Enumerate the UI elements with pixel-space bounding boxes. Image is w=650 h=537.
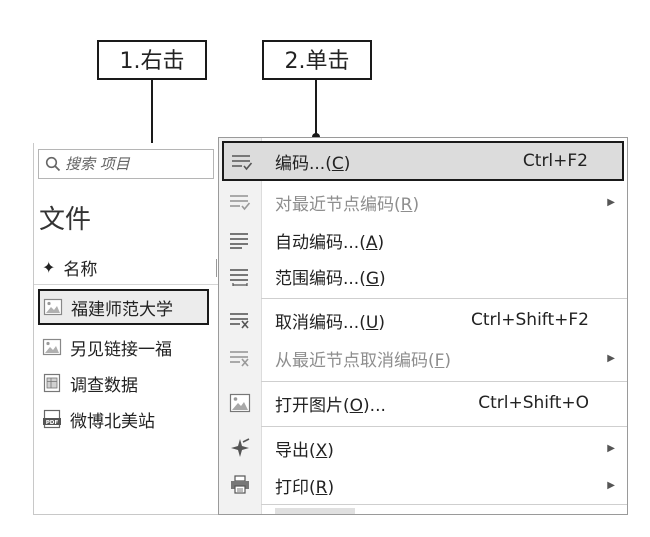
menu-separator: [261, 381, 627, 382]
menu-item-label: 导出: [275, 440, 309, 461]
menu-item-code[interactable]: 编码...(C) Ctrl+F2: [222, 141, 624, 181]
menu-item-label: 取消编码...: [275, 312, 360, 333]
code-recent-icon: [230, 195, 251, 211]
menu-item-code-recent-node[interactable]: 对最近节点编码(R) ▶: [219, 183, 627, 221]
menu-item-mnemonic: C: [331, 153, 344, 174]
uncode-recent-icon: [230, 351, 249, 367]
submenu-arrow-icon: ▶: [607, 352, 615, 364]
search-input[interactable]: [65, 155, 205, 173]
column-header-name[interactable]: ✦ 名称: [34, 251, 218, 285]
submenu-arrow-icon: ▶: [607, 442, 615, 454]
open-picture-icon: [229, 393, 251, 413]
menu-item-mnemonic: R: [400, 194, 413, 215]
menu-item-open-picture[interactable]: 打开图片(O)... Ctrl+Shift+O: [219, 384, 627, 422]
export-icon: [231, 438, 250, 457]
pdf-file-icon: PDF: [43, 409, 61, 429]
file-name: 福建师范大学: [71, 299, 173, 320]
menu-item-auto-code[interactable]: 自动编码...(A): [219, 221, 627, 259]
uncode-icon: [230, 313, 249, 329]
svg-text:PDF: PDF: [46, 420, 59, 426]
menu-item-label: 打印: [275, 477, 309, 498]
menu-item-label: 对最近节点编码: [275, 194, 394, 215]
file-list-panel: 文件 ✦ 名称 福建师范大学 另见链接一福 调查数据: [33, 143, 218, 515]
menu-item-shortcut: Ctrl+Shift+O: [478, 393, 589, 413]
menu-item-label: 自动编码...: [275, 232, 360, 253]
context-menu: 编码...(C) Ctrl+F2 对最近节点编码(R) ▶ 自动编码...(A)…: [218, 137, 628, 515]
menu-item-label: 从最近节点取消编码: [275, 350, 428, 371]
search-box[interactable]: [38, 149, 214, 179]
menu-item-label: 打开图片: [275, 395, 343, 416]
menu-item-label: 编码...: [275, 153, 326, 174]
callout-step2: 2.单击: [262, 40, 372, 80]
menu-item-mnemonic: G: [365, 268, 380, 289]
auto-code-icon: [230, 233, 248, 249]
image-file-icon: [42, 338, 62, 356]
menu-item-mnemonic: U: [365, 312, 379, 333]
menu-item-mnemonic: R: [315, 477, 328, 498]
column-resize-handle[interactable]: [216, 259, 217, 277]
menu-item-export[interactable]: 导出(X) ▶: [219, 429, 627, 467]
submenu-arrow-icon: ▶: [607, 196, 615, 208]
range-code-icon: [230, 269, 248, 286]
menu-item-uncode-recent-node[interactable]: 从最近节点取消编码(F) ▶: [219, 339, 627, 377]
search-icon: [45, 156, 61, 172]
column-header-label: 名称: [63, 260, 98, 280]
menu-item-shortcut: Ctrl+F2: [522, 151, 588, 171]
menu-item-label: 范围编码...: [275, 268, 360, 289]
menu-item-shortcut: Ctrl+Shift+F2: [471, 310, 589, 330]
file-name: 调查数据: [70, 375, 138, 396]
file-row[interactable]: 另见链接一福: [34, 330, 218, 364]
menu-item-print[interactable]: 打印(R) ▶: [219, 466, 627, 504]
menu-item-mnemonic: F: [434, 350, 445, 371]
menu-item-mnemonic: A: [365, 232, 378, 253]
file-name: 另见链接一福: [70, 339, 172, 360]
menu-item-uncode[interactable]: 取消编码...(U) Ctrl+Shift+F2: [219, 301, 627, 339]
menu-item-ellipsis: ...: [369, 395, 386, 416]
callout-step1: 1.右击: [97, 40, 207, 80]
image-file-icon: [43, 298, 63, 316]
callout-step2-leader-line: [315, 80, 317, 136]
file-name: 微博北美站: [70, 411, 155, 432]
code-icon: [232, 155, 253, 171]
menu-item-mnemonic: O: [349, 395, 364, 416]
dataset-file-icon: [43, 373, 61, 393]
menu-item-range-code[interactable]: 范围编码...(G): [219, 257, 627, 295]
menu-separator: [261, 426, 627, 427]
submenu-arrow-icon: ▶: [607, 479, 615, 491]
pin-icon: ✦: [42, 258, 56, 277]
menu-separator: [261, 298, 627, 299]
file-row[interactable]: 调查数据: [34, 366, 218, 400]
menu-item-mnemonic: X: [315, 440, 328, 461]
print-icon: [231, 475, 249, 494]
panel-title: 文件: [39, 205, 92, 235]
menu-item-cut-off: [275, 508, 355, 514]
file-row-selected[interactable]: 福建师范大学: [38, 289, 209, 325]
menu-separator: [261, 504, 627, 505]
file-row[interactable]: PDF 微博北美站: [34, 402, 218, 436]
